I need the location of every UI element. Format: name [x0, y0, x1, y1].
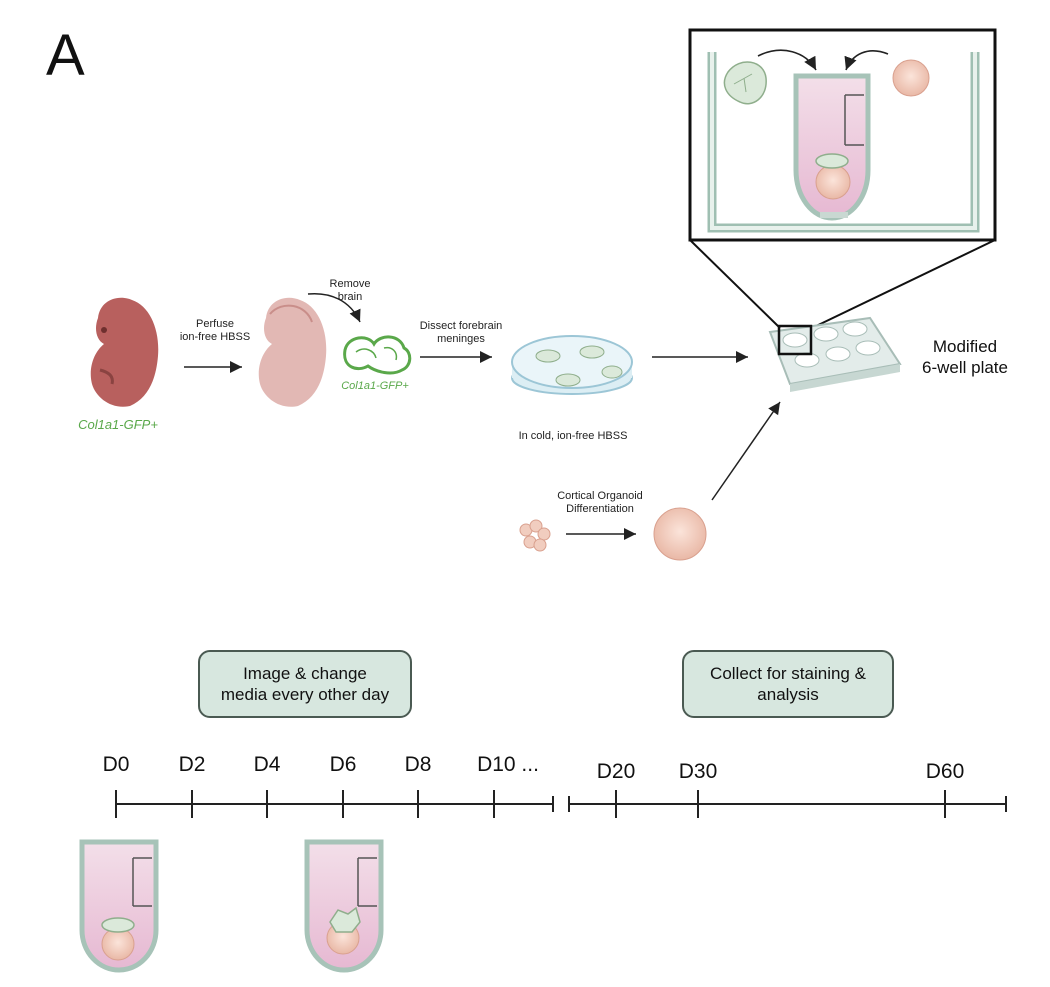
- embryo-illustration: [90, 297, 159, 407]
- tube-day0: [79, 839, 159, 973]
- petri-dish-illustration: [511, 335, 633, 395]
- perfuse-label: Perfuse ion-free HBSS: [179, 318, 251, 343]
- plate-label: Modified 6-well plate: [922, 337, 1008, 377]
- image-change-text: Image & change media every other day: [220, 664, 390, 704]
- collect-box: Collect for staining & analysis: [682, 650, 894, 718]
- tube-day6: [304, 839, 384, 973]
- panel-label: A: [46, 23, 85, 88]
- collect-text: Collect for staining & analysis: [710, 664, 866, 704]
- remove-brain-label: Remove brain: [329, 278, 371, 303]
- in-cold-label: In cold, ion-free HBSS: [518, 430, 628, 442]
- dissect-label: Dissect forebrain meninges: [419, 320, 503, 345]
- day-label: D10 ...: [477, 753, 539, 776]
- day-label: D8: [404, 753, 432, 776]
- col1a1-mouse-label: Col1a1-GFP+: [78, 417, 158, 432]
- organoid-large: [653, 507, 707, 561]
- day-label: D2: [178, 753, 206, 776]
- six-well-plate-illustration: [768, 316, 902, 392]
- day-label: D0: [102, 753, 130, 776]
- day-label: D6: [329, 753, 357, 776]
- organoid-cluster: [519, 519, 551, 552]
- day-label: D60: [925, 760, 965, 783]
- day-label: D20: [596, 760, 636, 783]
- perfused-embryo-illustration: [258, 297, 327, 407]
- day-label: D30: [678, 760, 718, 783]
- timeline: [115, 790, 1007, 818]
- day-label: D4: [253, 753, 281, 776]
- image-change-box: Image & change media every other day: [198, 650, 412, 718]
- zoom-inset: [688, 28, 997, 242]
- organoid-differentiation-label: Cortical Organoid Differentiation: [557, 490, 643, 515]
- brain-illustration: [343, 335, 412, 375]
- col1a1-brain-label: Col1a1-GFP+: [341, 380, 409, 392]
